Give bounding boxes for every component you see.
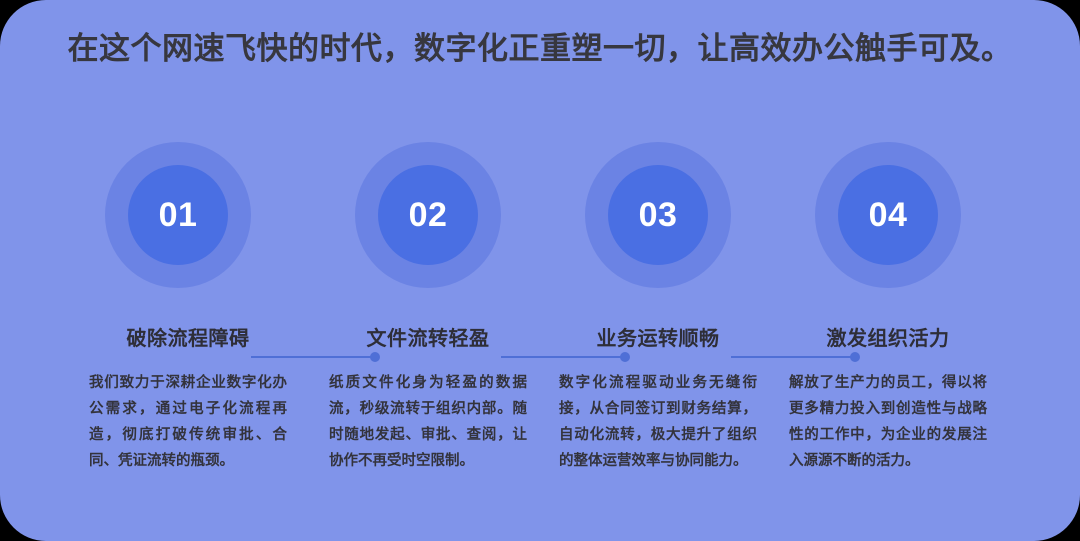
step-column-3: 业务运转顺畅 数字化流程驱动业务无缝衔接，从合同签订到财务结算，自动化流转，极大… (554, 326, 762, 474)
step-circle-inner: 01 (128, 165, 228, 265)
step-body-text: 数字化流程驱动业务无缝衔接，从合同签订到财务结算，自动化流转，极大提升了组织的整… (559, 375, 757, 469)
step-number-label: 03 (638, 196, 678, 234)
step-body-text: 纸质文件化身为轻盈的数据流，秒级流转于组织内部。随时随地发起、审批、查阅，让协作… (329, 375, 527, 469)
step-circle-3[interactable]: 03 (585, 142, 731, 288)
step-circle-1[interactable]: 01 (105, 142, 251, 288)
connector-2-3 (501, 352, 630, 362)
step-heading: 激发组织活力 (826, 328, 950, 350)
page-title: 在这个网速飞快的时代，数字化正重塑一切，让高效办公触手可及。 (67, 31, 1013, 66)
step-heading: 业务运转顺畅 (596, 328, 720, 350)
step-circle-inner: 04 (838, 165, 938, 265)
connector-dot-icon (620, 352, 630, 362)
step-column-1: 破除流程障碍 我们致力于深耕企业数字化办公需求，通过电子化流程再造，彻底打破传统… (84, 326, 292, 474)
step-number-label: 02 (408, 196, 448, 234)
step-heading: 破除流程障碍 (126, 328, 250, 350)
step-number-label: 04 (868, 196, 908, 234)
step-circle-2[interactable]: 02 (355, 142, 501, 288)
step-heading: 文件流转轻盈 (366, 328, 490, 350)
step-body-text: 解放了生产力的员工，得以将更多精力投入到创造性与战略性的工作中，为企业的发展注入… (789, 375, 987, 469)
step-circles-row: 01 02 03 04 (0, 142, 1080, 362)
step-number-label: 01 (158, 196, 198, 234)
step-body-text: 我们致力于深耕企业数字化办公需求，通过电子化流程再造，彻底打破传统审批、合同、凭… (89, 375, 287, 469)
connector-1-2 (251, 352, 380, 362)
step-circle-inner: 02 (378, 165, 478, 265)
step-circle-inner: 03 (608, 165, 708, 265)
connector-dot-icon (370, 352, 380, 362)
step-column-4: 激发组织活力 解放了生产力的员工，得以将更多精力投入到创造性与战略性的工作中，为… (784, 326, 992, 474)
connector-dot-icon (850, 352, 860, 362)
step-column-2: 文件流转轻盈 纸质文件化身为轻盈的数据流，秒级流转于组织内部。随时随地发起、审批… (324, 326, 532, 474)
step-circle-4[interactable]: 04 (815, 142, 961, 288)
connector-3-4 (731, 352, 860, 362)
